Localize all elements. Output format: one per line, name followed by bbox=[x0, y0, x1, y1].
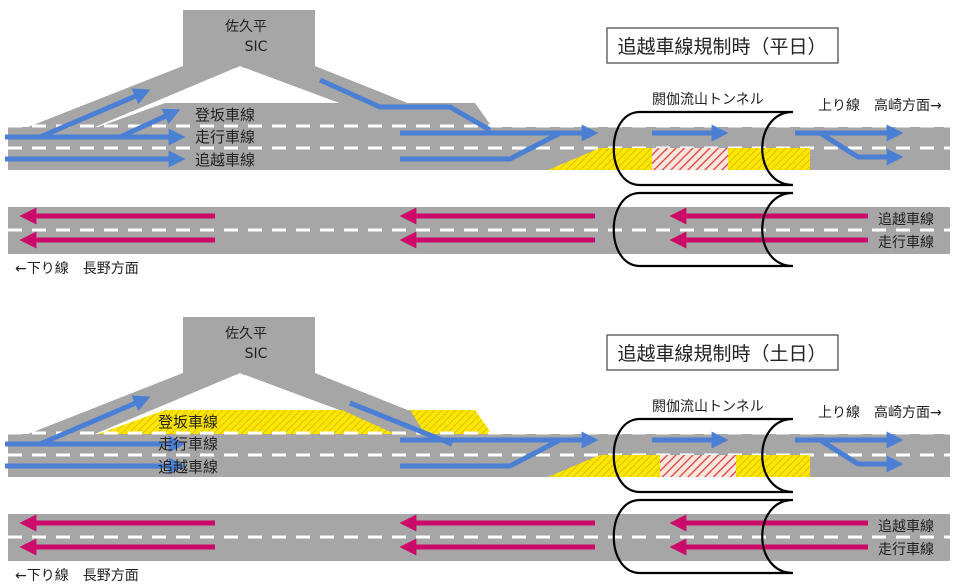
passing-lane-shift-line bbox=[400, 130, 562, 162]
off-ramp bbox=[240, 373, 410, 411]
tunnel-upbound bbox=[612, 417, 794, 494]
title-box bbox=[606, 27, 839, 64]
travel-lane-label: 走行車線 bbox=[158, 435, 218, 453]
title-box bbox=[606, 334, 839, 371]
tunnel-downbound bbox=[612, 191, 794, 268]
upbound-direction-label: 上り線 高崎方面→ bbox=[818, 404, 942, 421]
downbound-travel-lane-label: 走行車線 bbox=[878, 234, 934, 251]
exit-passing-arrow bbox=[818, 437, 904, 473]
off-ramp-merge-line bbox=[349, 400, 453, 447]
tunnel-name-label: 閼伽流山トンネル bbox=[652, 92, 764, 108]
work-zone-closure bbox=[652, 148, 728, 170]
downbound-passing-lane-label: 追越車線 bbox=[878, 211, 934, 228]
passing-lane-label: 追越車線 bbox=[158, 458, 218, 476]
downbound-travel-lane-label: 走行車線 bbox=[878, 541, 934, 558]
diagram-panel-weekend: 追越車線規制時（土日）佐久平SIC登坂車線走行車線追越車線閼伽流山トンネル上り線… bbox=[5, 317, 950, 584]
diagram-panel-weekday: 追越車線規制時（平日）佐久平SIC登坂車線走行車線追越車線閼伽流山トンネル上り線… bbox=[5, 10, 950, 277]
sic-box bbox=[183, 317, 315, 375]
sic-name-label: 佐久平 bbox=[225, 326, 267, 342]
sic-type-label: SIC bbox=[245, 39, 268, 55]
tunnel-name-label: 閼伽流山トンネル bbox=[652, 399, 764, 415]
off-ramp bbox=[240, 66, 410, 104]
sic-type-label: SIC bbox=[245, 346, 268, 362]
travel-lane-label: 走行車線 bbox=[195, 128, 255, 146]
on-ramp-arrow bbox=[39, 88, 151, 140]
tunnel-upbound bbox=[612, 110, 794, 187]
passing-lane-shift-line bbox=[400, 437, 562, 469]
exit-passing-arrow bbox=[818, 130, 904, 166]
ramp-gore bbox=[232, 66, 248, 70]
panel-title: 追越車線規制時（平日） bbox=[617, 36, 826, 58]
climbing-lane-label: 登坂車線 bbox=[195, 106, 255, 124]
sic-box bbox=[183, 10, 315, 68]
climbing-lane-label: 登坂車線 bbox=[158, 413, 218, 431]
ramp-gore bbox=[232, 373, 248, 377]
climbing-lane-arrow bbox=[118, 108, 181, 140]
downbound-passing-lane-label: 追越車線 bbox=[878, 518, 934, 535]
off-ramp-merge bbox=[342, 410, 425, 434]
on-ramp-arrow bbox=[39, 395, 151, 447]
passing-lane-label: 追越車線 bbox=[195, 151, 255, 169]
tunnel-downbound bbox=[612, 498, 794, 575]
work-zone-closure bbox=[660, 455, 736, 477]
off-ramp-merge-line bbox=[318, 77, 492, 133]
downbound-direction-label: ←下り線 長野方面 bbox=[15, 568, 139, 584]
sic-name-label: 佐久平 bbox=[225, 19, 267, 35]
panel-title: 追越車線規制時（土日） bbox=[617, 343, 826, 365]
downbound-direction-label: ←下り線 長野方面 bbox=[15, 261, 139, 277]
upbound-direction-label: 上り線 高崎方面→ bbox=[818, 97, 942, 114]
